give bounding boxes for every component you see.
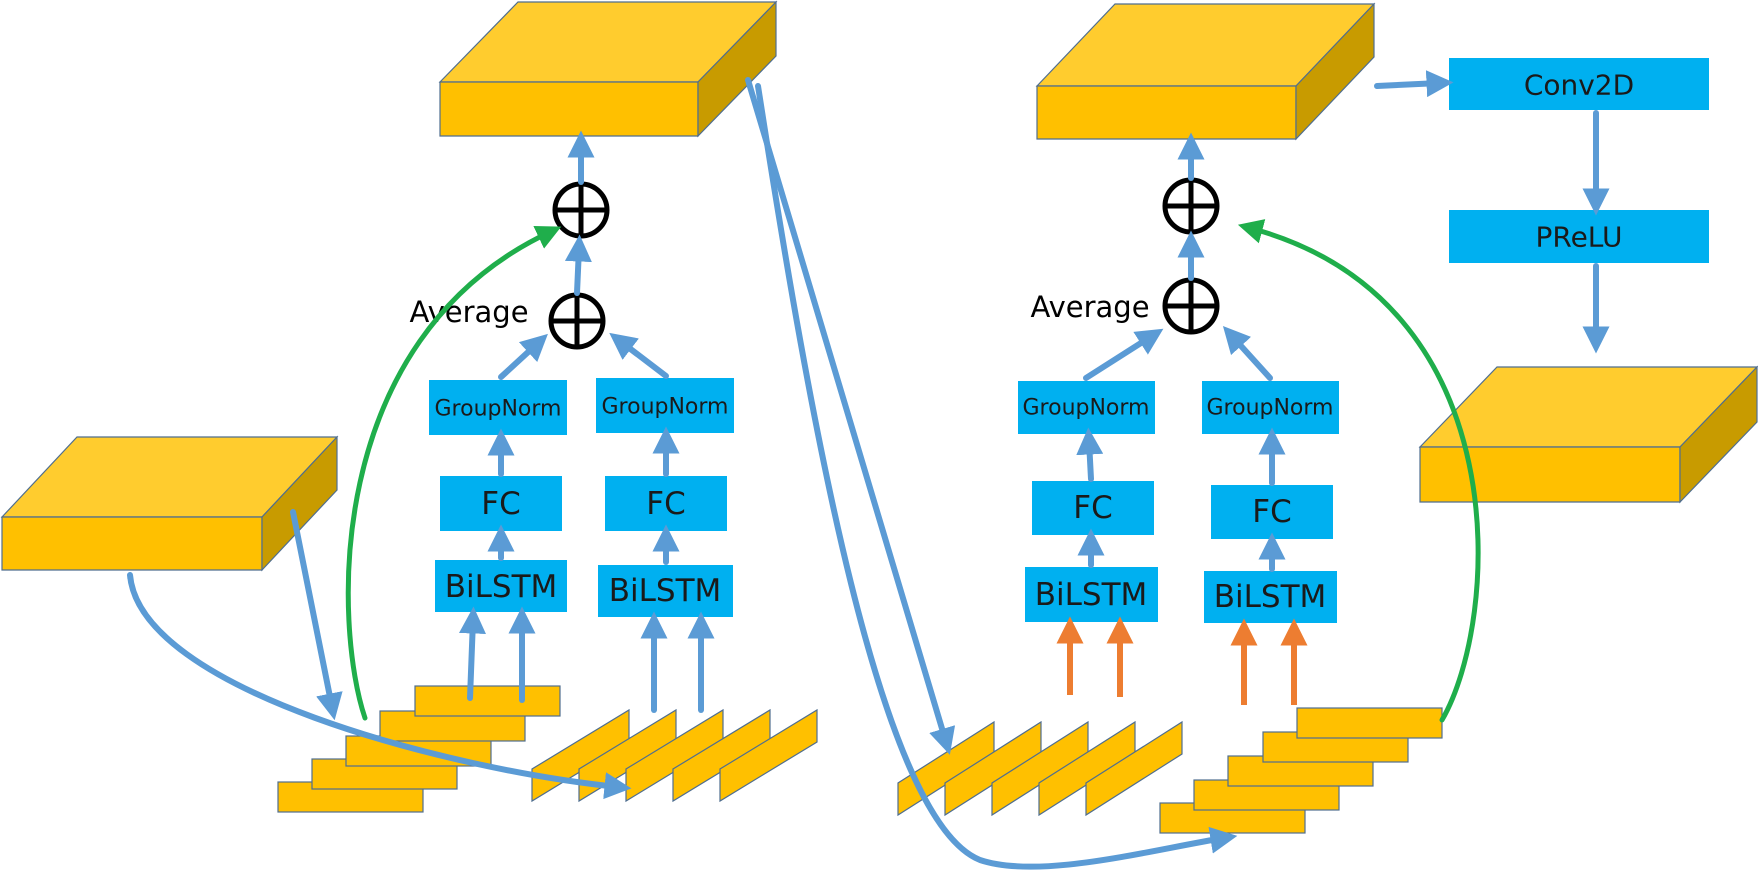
groupnorm-label: GroupNorm: [1207, 396, 1334, 421]
final-output-cube: [1418, 365, 1758, 504]
residual-arrow-left: [345, 226, 562, 721]
chunk-stack-horizontal-left: [277, 685, 561, 813]
right-input-arrows: [1056, 616, 1308, 705]
fc-block: [1032, 481, 1154, 535]
right-col1-blocks: BiLSTM FC GroupNorm: [1018, 381, 1158, 622]
groupnorm-block: [1202, 381, 1339, 434]
residual-add-node-left: [552, 181, 610, 239]
average-add-node-left: [548, 292, 606, 350]
bilstm-block: [435, 560, 567, 612]
groupnorm-label: GroupNorm: [1023, 396, 1150, 421]
intra-output-cube: [438, 0, 778, 138]
bilstm-label: BiLSTM: [1214, 579, 1327, 615]
prelu-label: PReLU: [1535, 221, 1622, 254]
fc-label: FC: [646, 486, 685, 522]
groupnorm-block: [1018, 381, 1155, 434]
average-add-node-right: [1162, 277, 1220, 335]
chunk: [1296, 707, 1443, 739]
groupnorm-block: [596, 378, 734, 433]
conv2d-block: Conv2D: [1449, 58, 1709, 110]
fc-label: FC: [1073, 490, 1112, 526]
groupnorm-label: GroupNorm: [435, 397, 562, 422]
chunk-stack-slanted-right: [897, 720, 1183, 817]
prelu-block: PReLU: [1449, 210, 1709, 263]
left-col2-blocks: BiLSTM FC GroupNorm: [596, 378, 734, 617]
average-label: Average: [409, 295, 528, 329]
input-feature-cube: [0, 435, 339, 572]
residual-arrow-right: [1237, 219, 1481, 723]
bilstm-label: BiLSTM: [445, 569, 558, 605]
left-flow-arrows: [127, 130, 715, 800]
inter-output-cube: [1035, 2, 1376, 141]
fc-block: [605, 476, 727, 531]
bilstm-block: [1025, 567, 1158, 622]
bilstm-block: [598, 565, 733, 617]
residual-add-node-right: [1162, 177, 1220, 235]
fc-label: FC: [1252, 494, 1291, 530]
average-label: Average: [1030, 290, 1149, 324]
bilstm-label: BiLSTM: [1035, 577, 1148, 613]
right-col2-blocks: BiLSTM FC GroupNorm: [1202, 381, 1339, 623]
bilstm-label: BiLSTM: [609, 573, 722, 609]
bilstm-block: [1204, 571, 1337, 623]
fc-block: [1211, 485, 1333, 539]
fc-block: [440, 476, 562, 531]
chunk: [414, 685, 561, 717]
right-flow-arrows: [745, 70, 1610, 870]
left-col1-blocks: BiLSTM FC GroupNorm: [429, 380, 567, 612]
chunk-stack-horizontal-right: [1159, 707, 1443, 834]
conv2d-label: Conv2D: [1524, 69, 1634, 102]
groupnorm-block: [429, 380, 567, 435]
groupnorm-label: GroupNorm: [602, 395, 729, 420]
fc-label: FC: [481, 486, 520, 522]
chunk-stack-slanted-left: [531, 708, 818, 803]
